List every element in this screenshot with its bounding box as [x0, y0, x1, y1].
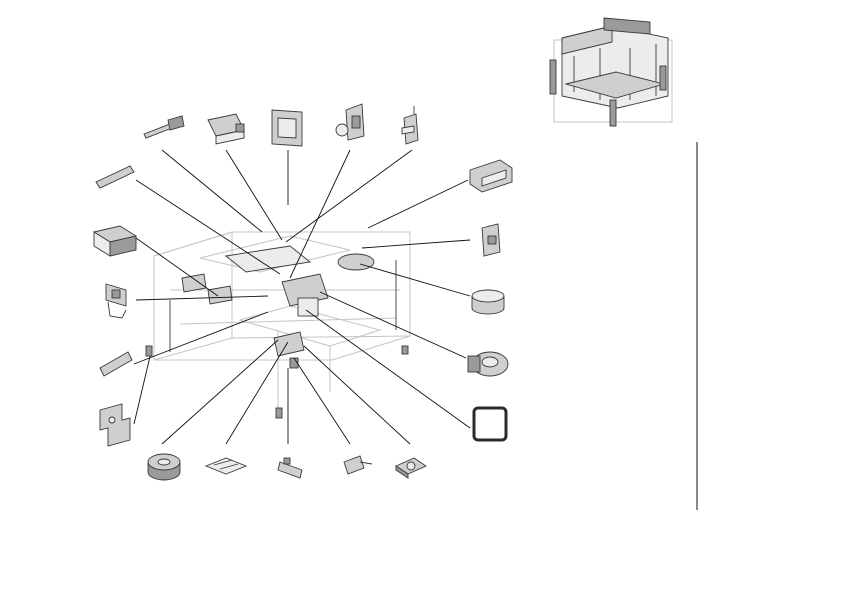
leader-pivot-arm — [361, 239, 471, 249]
l-bracket-icon — [335, 103, 365, 141]
label-sheet-icon — [204, 457, 248, 475]
leader-lines — [133, 149, 471, 445]
leader-cylinder-cap — [359, 263, 471, 297]
gasket-icon — [472, 406, 508, 442]
fan-module-icon — [395, 457, 427, 479]
cylinder-cap-icon — [471, 289, 505, 315]
plate-bracket-icon — [99, 403, 131, 447]
leader-screw-pin — [161, 149, 263, 233]
leader-gasket — [305, 309, 471, 429]
ring-housing-icon — [467, 351, 509, 377]
leader-grommet-roller — [161, 339, 279, 445]
motor-box-icon — [92, 225, 138, 257]
duct-hood-icon — [469, 159, 513, 193]
leader-fan-module — [303, 345, 411, 445]
sensor-bar-icon — [99, 345, 153, 377]
clip-bracket-icon — [401, 106, 419, 145]
leader-label-sheet — [225, 341, 289, 445]
screw-pin-icon — [143, 115, 185, 139]
leader-ring-housing — [319, 291, 467, 359]
leader-lever-spring — [293, 357, 351, 445]
leader-lamp-holder — [135, 295, 269, 301]
lever-spring-icon — [343, 455, 373, 475]
leader-plate-bracket — [133, 347, 153, 425]
leader-clip-bracket — [285, 149, 413, 243]
leader-rail-strip — [135, 179, 281, 275]
grommet-roller-icon — [147, 453, 181, 481]
rail-strip-icon — [95, 165, 135, 189]
exploded-assembly-icon — [153, 231, 411, 419]
leader-sensor-bar — [133, 311, 269, 365]
connector-block-icon — [207, 113, 245, 145]
pivot-arm-icon — [481, 223, 501, 257]
assembled-frame-icon — [549, 17, 673, 127]
leader-connector-block — [225, 149, 283, 241]
leader-bracket-upper — [289, 149, 351, 279]
leader-motor-box — [135, 237, 219, 297]
rectangular-frame-icon — [271, 109, 303, 147]
latch-icon — [277, 457, 303, 479]
leader-duct-hood — [367, 179, 469, 229]
lamp-holder-icon — [105, 283, 127, 319]
